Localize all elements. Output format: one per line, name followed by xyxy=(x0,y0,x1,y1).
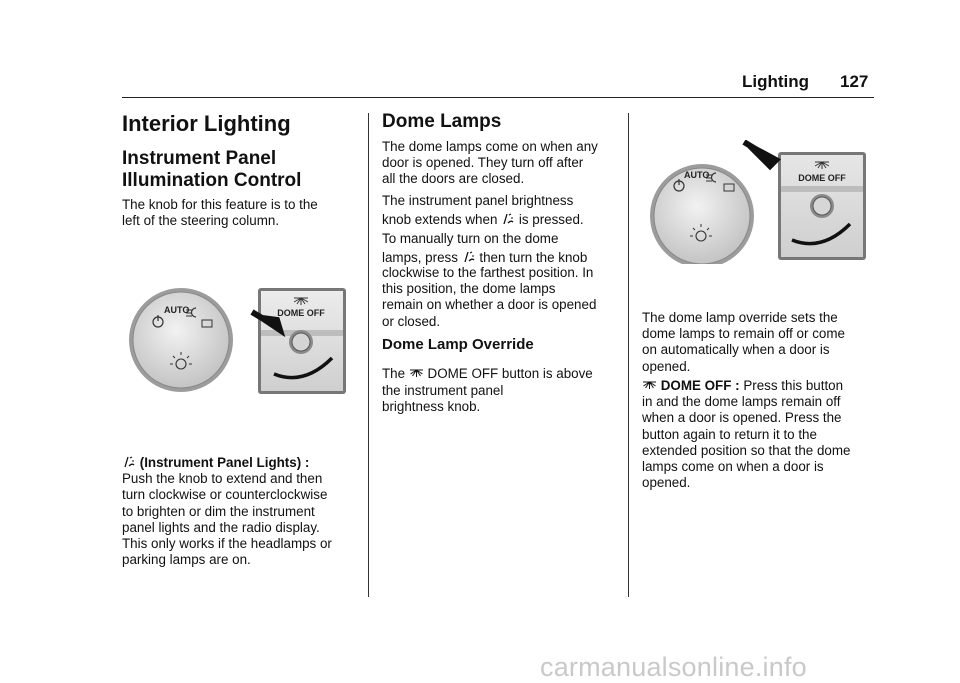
text-line: brightness knob. xyxy=(382,399,481,415)
dome-lamps-heading: Dome Lamps xyxy=(382,111,502,132)
text-line: all the doors are closed. xyxy=(382,171,525,187)
text-line: extended position so that the dome xyxy=(642,442,851,458)
override-paragraph: The dome lamp override sets the dome lam… xyxy=(642,310,874,375)
text-line: on automatically when a door is xyxy=(642,342,830,358)
text-line: The instrument panel brightness xyxy=(382,193,574,208)
subheading-line-2: Illumination Control xyxy=(122,170,302,191)
text-line: or closed. xyxy=(382,313,441,329)
running-header-title: Lighting xyxy=(742,72,810,91)
watermark: carmanualsonline.info xyxy=(540,652,807,682)
column-divider-1 xyxy=(368,113,369,597)
text-line: lamps, press then turn the knob xyxy=(382,248,614,267)
section-heading: Interior Lighting xyxy=(122,111,291,136)
desc-line: Push the knob to extend and then xyxy=(122,471,323,487)
dome-off-panel: DOME OFF xyxy=(258,288,346,394)
text-line: the instrument panel xyxy=(382,383,504,398)
page-number: 127 xyxy=(840,72,869,91)
dome-off-panel: DOME OFF xyxy=(778,152,866,260)
desc-line: turn clockwise or counterclockwise xyxy=(122,487,328,503)
text-line: The DOME OFF button is above xyxy=(382,364,614,383)
dome-off-label: DOME OFF xyxy=(277,308,325,318)
pointer-arrow xyxy=(742,140,781,171)
dome-lamp-override-paragraph: The DOME OFF button is above the instrum… xyxy=(382,364,614,415)
text-line: lamps come on when a door is xyxy=(642,459,824,475)
text-line: The dome lamp override sets the xyxy=(642,310,838,325)
intro-line: left of the steering column. xyxy=(122,213,280,229)
text-fragment: lamps, press xyxy=(382,250,458,265)
text-line: The dome lamps come on when any xyxy=(382,139,598,154)
instrument-panel-control-figure: AUTO DOME OFF xyxy=(129,288,346,394)
dome-lamp-icon xyxy=(643,381,656,389)
dome-lamps-paragraph-2: The instrument panel brightness knob ext… xyxy=(382,191,614,267)
text-fragment: The xyxy=(382,366,406,381)
text-line: door is opened. They turn off after xyxy=(382,155,584,171)
term-rest: Press this button xyxy=(743,378,844,393)
auto-label: AUTO xyxy=(684,170,709,180)
desc-line: This only works if the headlamps or xyxy=(122,536,332,552)
text-line: clockwise to the farthest position. In xyxy=(382,265,594,280)
text-fragment: then turn the knob xyxy=(479,250,588,265)
instrument-panel-lights-icon xyxy=(124,456,135,468)
text-fragment: knob extends when xyxy=(382,212,498,227)
headlamp-knob: AUTO xyxy=(129,288,233,392)
intro-paragraph: The knob for this feature is to the left… xyxy=(122,197,354,229)
text-line: To manually turn on the dome xyxy=(382,231,559,246)
text-line: in and the dome lamps remain off xyxy=(642,394,841,410)
text-line: when a door is opened. Press the xyxy=(642,410,842,426)
dome-off-label: DOME OFF xyxy=(798,173,846,183)
instrument-panel-lights-icon xyxy=(464,251,475,263)
term-label: (Instrument Panel Lights) : xyxy=(139,455,310,470)
dome-lamps-paragraph-1: The dome lamps come on when any door is … xyxy=(382,139,614,188)
pointer-arrow xyxy=(250,309,286,338)
text-line: opened. xyxy=(642,475,691,491)
column-divider-2 xyxy=(628,113,629,597)
desc-line: parking lamps are on. xyxy=(122,552,251,568)
dome-off-button-figure: AUTO DOME OFF xyxy=(650,140,866,264)
text-fragment: is pressed. xyxy=(518,212,584,227)
term-line: DOME OFF : Press this button xyxy=(642,378,874,394)
panel-lights-description: (Instrument Panel Lights) : Push the kno… xyxy=(122,455,362,568)
term-line: (Instrument Panel Lights) : xyxy=(122,455,362,471)
term-label: DOME OFF : xyxy=(660,378,740,393)
text-line: this position, the dome lamps xyxy=(382,281,556,297)
text-line: knob extends when is pressed. xyxy=(382,210,614,229)
headlamp-knob: AUTO xyxy=(650,164,754,264)
header-rule xyxy=(122,97,874,98)
text-fragment: DOME OFF button is above xyxy=(427,366,593,381)
dome-lamps-paragraph-3: clockwise to the farthest position. In t… xyxy=(382,265,614,330)
dome-lamp-icon xyxy=(409,369,423,377)
desc-line: to brighten or dim the instrument xyxy=(122,503,315,519)
subheading-line-1: Instrument Panel xyxy=(122,148,277,169)
instrument-panel-lights-icon xyxy=(503,213,514,225)
text-line: remain on whether a door is opened xyxy=(382,297,597,313)
intro-line: The knob for this feature is to the xyxy=(122,197,318,212)
dome-off-description: DOME OFF : Press this button in and the … xyxy=(642,378,874,491)
text-line: dome lamps to remain off or come xyxy=(642,326,845,342)
desc-line: panel lights and the radio display. xyxy=(122,519,320,535)
dome-lamp-override-heading: Dome Lamp Override xyxy=(382,336,534,353)
text-line: button again to return it to the xyxy=(642,426,817,442)
text-line: opened. xyxy=(642,358,691,374)
auto-label: AUTO xyxy=(164,305,189,315)
